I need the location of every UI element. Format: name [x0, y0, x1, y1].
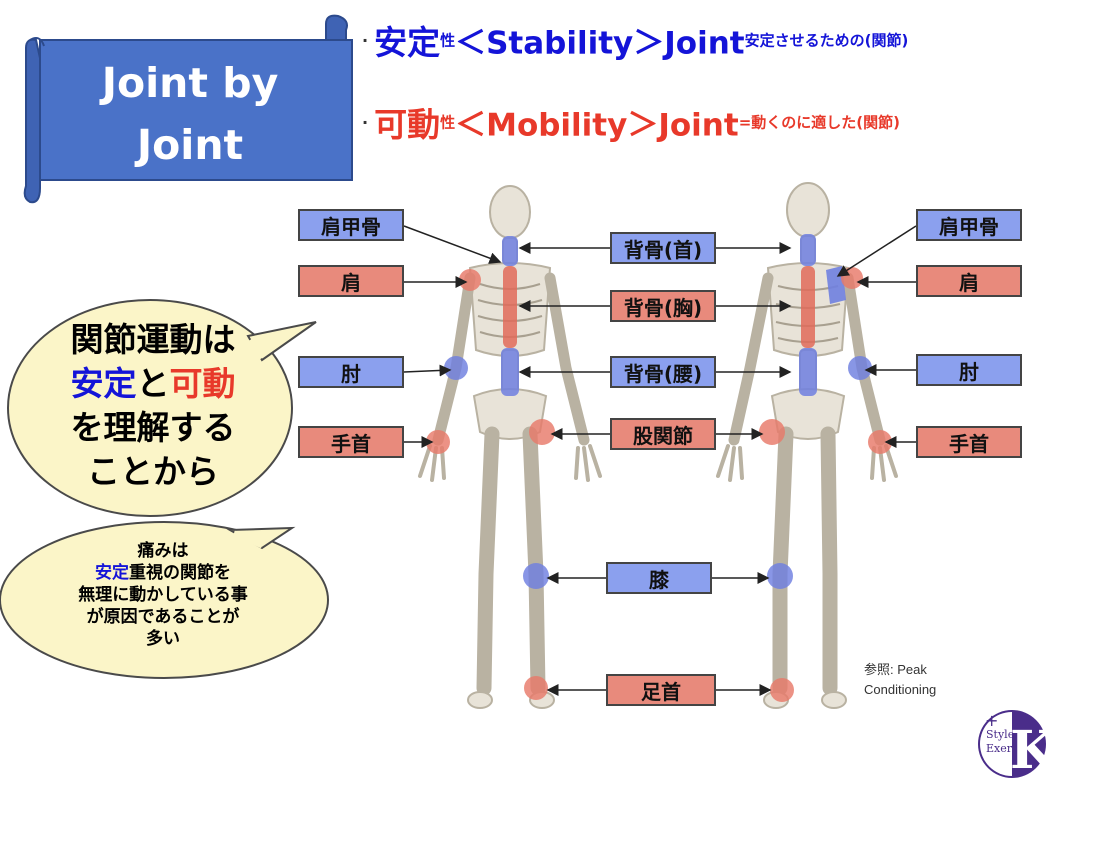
bubble-main-line3: を理解する — [70, 408, 236, 447]
banner-title-line2: Joint — [136, 121, 244, 169]
banner-title-line1: Joint by — [101, 59, 279, 107]
headline-mobility-desc: =動くのに適した(関節) — [738, 113, 900, 132]
headline-mobility-suffix: 性 — [440, 113, 456, 132]
headline-stability-suffix: 性 — [440, 31, 456, 50]
logo-plus: + — [985, 711, 998, 730]
label-left-wrist: 手首 — [298, 426, 404, 458]
label-right-elbow: 肘 — [916, 354, 1022, 386]
bubble-main-mobility: 可動 — [169, 364, 236, 403]
label-hip: 股関節 — [610, 418, 716, 450]
label-spine-lumbar: 背骨(腰) — [610, 356, 716, 388]
speech-bubble-pain — [0, 521, 329, 679]
bubble-pain-text: 痛みは 安定重視の関節を 無理に動かしている事 が原因であることが 多い — [48, 540, 278, 650]
label-right-wrist: 手首 — [916, 426, 1022, 458]
headline-stability: ·安定性＜Stability＞Joint安定させるための(関節) — [362, 16, 908, 64]
headline-stability-desc: 安定させるための(関節) — [744, 31, 909, 50]
spine-highlights — [501, 234, 846, 396]
headline-mobility-english: ＜Mobility＞Joint — [455, 107, 739, 144]
bubble-pain-stability: 安定 — [95, 563, 129, 583]
reference-line2: Conditioning — [864, 682, 937, 697]
reference-note: 参照: Peak Conditioning — [864, 660, 936, 700]
bubble-main-text: 関節運動は 安定と可動 を理解する ことから — [38, 318, 268, 494]
headline-mobility: ·可動性＜Mobility＞Joint=動くのに適した(関節) — [362, 98, 900, 146]
speech-bubble-main — [7, 299, 317, 517]
logo-letter: K — [1010, 720, 1057, 781]
label-spine-neck: 背骨(首) — [610, 232, 716, 264]
label-left-elbow: 肘 — [298, 356, 404, 388]
scroll-banner — [23, 14, 353, 204]
headline-mobility-bullet: · — [362, 112, 369, 132]
logo-sub-exer: Exer — [986, 742, 1013, 755]
bubble-pain-line2: 安定重視の関節を — [48, 562, 278, 584]
label-knee: 膝 — [606, 562, 712, 594]
reference-line1: 参照: Peak — [864, 662, 927, 677]
bubble-pain-line5: 多い — [146, 629, 180, 649]
headline-stability-english: ＜Stability＞Joint — [455, 25, 745, 62]
bubble-pain-line2-rest: 重視の関節を — [129, 563, 231, 583]
bubble-pain-line4: が原因であることが — [86, 607, 240, 627]
label-left-shoulder: 肩 — [298, 265, 404, 297]
label-left-scapula: 肩甲骨 — [298, 209, 404, 241]
headline-stability-bullet: · — [362, 30, 369, 50]
label-ankle: 足首 — [606, 674, 716, 706]
bubble-main-line1: 関節運動は — [70, 320, 236, 359]
brand-logo: K Style Exer + — [978, 710, 1057, 781]
leader-lines — [403, 225, 917, 696]
banner-title: Joint by Joint — [40, 52, 340, 176]
bubble-main-stability: 安定 — [70, 364, 137, 403]
headline-stability-kanji: 安定 — [374, 23, 441, 62]
logo-sub-style: Style — [986, 728, 1014, 741]
label-right-shoulder: 肩 — [916, 265, 1022, 297]
label-spine-chest: 背骨(胸) — [610, 290, 716, 322]
label-right-scapula: 肩甲骨 — [916, 209, 1022, 241]
bubble-main-line4: ことから — [87, 452, 219, 491]
bubble-main-line2: 安定と可動 — [38, 362, 268, 406]
headline-mobility-kanji: 可動 — [374, 105, 441, 144]
bubble-pain-line1: 痛みは — [137, 541, 189, 561]
bubble-main-and: と — [136, 364, 170, 403]
bubble-pain-line3: 無理に動かしている事 — [78, 585, 248, 605]
